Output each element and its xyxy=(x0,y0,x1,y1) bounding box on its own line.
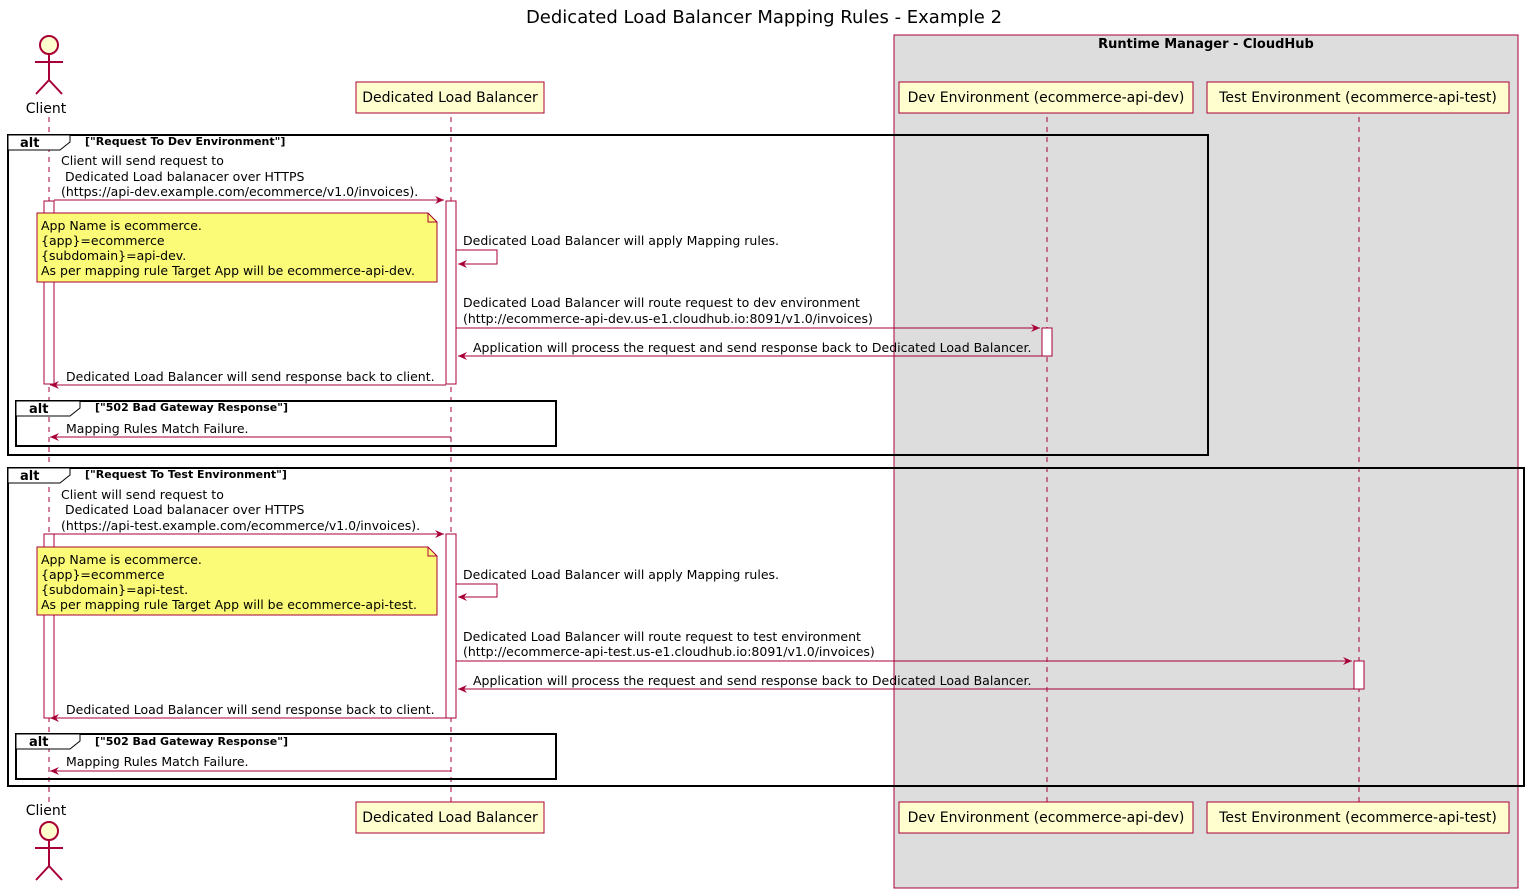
self-message: Dedicated Load Balancer will apply Mappi… xyxy=(463,567,779,582)
dlb-label-bottom: Dedicated Load Balancer xyxy=(362,810,538,826)
cloudhub-box-label: Runtime Manager - CloudHub xyxy=(1098,37,1314,52)
response-message: Dedicated Load Balancer will send respon… xyxy=(66,702,435,717)
dlb-participant-top xyxy=(355,81,545,114)
alt-frame-dev: alt ["Request To Dev Environment"] Clien… xyxy=(7,134,1209,456)
process-message: Application will process the request and… xyxy=(473,673,1031,688)
note-line-3: {subdomain}=api-dev. xyxy=(41,248,186,263)
note-line-2: {app}=ecommerce xyxy=(41,233,165,248)
client-label-top: Client xyxy=(26,101,67,117)
request-line-3: (https://api-test.example.com/ecommerce/… xyxy=(61,518,420,533)
self-arrow xyxy=(456,583,498,601)
note-line-1: App Name is ecommerce. xyxy=(41,218,202,233)
test-activation xyxy=(1353,660,1365,690)
client-activation xyxy=(43,533,55,719)
test-label-bottom: Test Environment (ecommerce-api-test) xyxy=(1218,810,1497,826)
self-arrow xyxy=(456,249,498,268)
inner-alt-frame xyxy=(15,733,557,780)
request-line-3: (https://api-dev.example.com/ecommerce/v… xyxy=(61,184,418,199)
inner-alt-tag-box xyxy=(15,733,81,750)
process-message: Application will process the request and… xyxy=(473,340,1031,355)
inner-alt-frame xyxy=(15,400,557,447)
self-message: Dedicated Load Balancer will apply Mappi… xyxy=(463,233,779,248)
test-participant-bottom xyxy=(1206,801,1510,834)
inner-alt-tag-box xyxy=(15,400,81,417)
alt-frame-tag-box xyxy=(7,134,71,151)
test-participant-top xyxy=(1206,81,1510,114)
diagram-title: Dedicated Load Balancer Mapping Rules - … xyxy=(526,7,1002,28)
client-label-bottom: Client xyxy=(26,803,67,819)
actor-head xyxy=(39,35,59,55)
mapping-note xyxy=(36,546,438,616)
actor-client-bottom xyxy=(35,821,63,881)
actor-client-top xyxy=(35,35,63,95)
dev-participant-bottom xyxy=(898,801,1194,834)
route-line-1: Dedicated Load Balancer will route reque… xyxy=(463,295,860,310)
inner-alt-guard: ["502 Bad Gateway Response"] xyxy=(95,401,288,414)
dlb-label-top: Dedicated Load Balancer xyxy=(362,90,538,106)
note-line-3: {subdomain}=api-test. xyxy=(41,582,188,597)
route-line-2: (http://ecommerce-api-dev.us-e1.cloudhub… xyxy=(463,311,873,326)
actor-head xyxy=(39,821,59,841)
alt-frame-border xyxy=(7,467,1525,787)
dlb-participant-bottom xyxy=(355,801,545,834)
note-line-2: {app}=ecommerce xyxy=(41,567,165,582)
route-line-2: (http://ecommerce-api-test.us-e1.cloudhu… xyxy=(463,644,875,659)
dev-participant-top xyxy=(898,81,1194,114)
dev-label-bottom: Dev Environment (ecommerce-api-dev) xyxy=(908,810,1185,826)
note-line-4: As per mapping rule Target App will be e… xyxy=(41,597,417,612)
note-line-4: As per mapping rule Target App will be e… xyxy=(41,263,415,278)
cloudhub-box xyxy=(893,34,1519,889)
request-line-2: Dedicated Load balanacer over HTTPS xyxy=(61,169,305,184)
inner-alt-tag: alt xyxy=(29,402,48,417)
response-message: Dedicated Load Balancer will send respon… xyxy=(66,369,435,384)
dlb-activation xyxy=(445,533,457,719)
dev-activation xyxy=(1041,327,1053,357)
alt-frame-tag-box xyxy=(7,467,71,484)
alt-frame-guard: ["Request To Test Environment"] xyxy=(85,468,287,481)
mapping-note xyxy=(36,212,438,283)
request-line-1: Client will send request to xyxy=(61,153,224,168)
alt-frame-test: alt ["Request To Test Environment"] Clie… xyxy=(7,467,1525,787)
alt-frame-guard: ["Request To Dev Environment"] xyxy=(85,135,285,148)
inner-alt-guard: ["502 Bad Gateway Response"] xyxy=(95,735,288,748)
note-line-1: App Name is ecommerce. xyxy=(41,552,202,567)
alt-frame-tag: alt xyxy=(20,136,39,151)
client-activation xyxy=(43,200,55,385)
test-label-top: Test Environment (ecommerce-api-test) xyxy=(1218,90,1497,106)
alt-frame-border xyxy=(7,134,1209,456)
dev-label-top: Dev Environment (ecommerce-api-dev) xyxy=(908,90,1185,106)
request-line-1: Client will send request to xyxy=(61,487,224,502)
alt-frame-tag: alt xyxy=(20,469,39,484)
route-line-1: Dedicated Load Balancer will route reque… xyxy=(463,629,861,644)
failure-message: Mapping Rules Match Failure. xyxy=(66,754,249,769)
inner-alt-tag: alt xyxy=(29,735,48,750)
dlb-activation xyxy=(445,200,457,385)
request-line-2: Dedicated Load balanacer over HTTPS xyxy=(61,502,305,517)
failure-message: Mapping Rules Match Failure. xyxy=(66,421,249,436)
